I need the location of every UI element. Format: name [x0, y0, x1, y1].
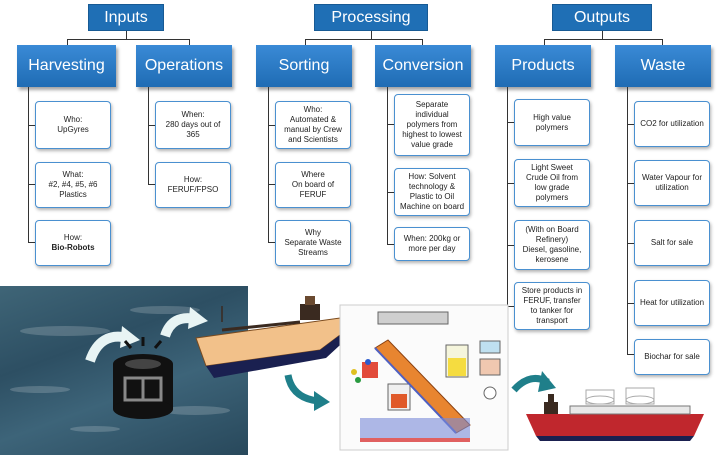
harvesting-what-label: What: — [62, 170, 84, 179]
operations-when-label: When: — [181, 110, 205, 119]
sorting-where-label: Where — [301, 170, 325, 179]
tanker-icon — [526, 387, 704, 441]
header-processing: Processing — [314, 4, 428, 31]
harvesting-who-label: Who: — [63, 115, 83, 124]
waste-water-vapour-text: Water Vapour for utilization — [641, 173, 703, 192]
category-waste: Waste — [615, 45, 711, 87]
operations-when-box: When: 280 days out of 365 — [155, 101, 231, 149]
process-schematic-icon — [339, 304, 509, 451]
waste-water-vapour-box: Water Vapour for utilization — [634, 160, 710, 206]
harvesting-who-value: UpGyres — [57, 125, 89, 134]
harvesting-what-value: #2, #4, #5, #6 Plastics — [48, 180, 98, 199]
harvesting-who-box: Who: UpGyres — [35, 101, 111, 149]
sorting-why-value: Separate Waste Streams — [284, 238, 342, 257]
products-store-box: Store products in FERUF, transfer to tan… — [514, 282, 590, 330]
products-crude-oil-box: Light Sweet Crude Oil from low grade pol… — [514, 159, 590, 207]
operations-how-label: How: — [183, 175, 203, 184]
operations-when-value: 280 days out of 365 — [165, 120, 221, 139]
bio-robot-icon — [113, 337, 173, 419]
conversion-separate-text: Separate individual polymers from highes… — [402, 100, 462, 149]
conversion-when-text: When: 200kg or more per day — [403, 234, 461, 253]
harvesting-how-label: How: — [63, 233, 83, 242]
waste-heat-text: Heat for utilization — [639, 298, 705, 307]
sorting-who-box: Who: Automated & manual by Crew and Scie… — [275, 101, 351, 149]
category-operations: Operations — [136, 45, 232, 87]
products-high-value-text: High value polymers — [533, 112, 571, 132]
category-harvesting: Harvesting — [17, 45, 116, 87]
category-sorting: Sorting — [256, 45, 352, 87]
curved-arrow-icon — [284, 374, 330, 411]
waste-salt-text: Salt for sale — [650, 238, 694, 247]
conversion-when-box: When: 200kg or more per day — [394, 227, 470, 261]
sorting-where-box: Where On board of FERUF — [275, 162, 351, 208]
products-refinery-box: (With on Board Refinery) Diesel, gasolin… — [514, 220, 590, 270]
products-store-text: Store products in FERUF, transfer to tan… — [521, 286, 583, 325]
waste-co2-box: CO2 for utilization — [634, 101, 710, 147]
sorting-where-value: On board of FERUF — [291, 180, 335, 199]
category-conversion: Conversion — [375, 45, 471, 87]
curved-arrow-icon — [511, 371, 556, 393]
curved-arrow-icon — [160, 307, 208, 338]
sorting-why-box: Why Separate Waste Streams — [275, 220, 351, 266]
waste-biochar-box: Biochar for sale — [634, 339, 710, 375]
category-products: Products — [495, 45, 591, 87]
products-refinery-text: (With on Board Refinery) Diesel, gasolin… — [522, 225, 582, 264]
waste-biochar-text: Biochar for sale — [644, 352, 700, 361]
products-high-value-box: High value polymers — [514, 99, 590, 146]
harvesting-what-box: What: #2, #4, #5, #6 Plastics — [35, 162, 111, 208]
waste-co2-text: CO2 for utilization — [640, 119, 704, 128]
operations-how-value: FERUF/FPSO — [167, 185, 219, 194]
conversion-how-text: How: Solvent technology & Plastic to Oil… — [399, 172, 465, 211]
products-crude-oil-text: Light Sweet Crude Oil from low grade pol… — [525, 163, 578, 202]
operations-how-box: How: FERUF/FPSO — [155, 162, 231, 208]
conversion-separate-box: Separate individual polymers from highes… — [394, 94, 470, 156]
waste-heat-box: Heat for utilization — [634, 280, 710, 326]
header-inputs: Inputs — [88, 4, 164, 31]
sorting-who-label: Who: — [303, 105, 323, 114]
waste-salt-box: Salt for sale — [634, 220, 710, 266]
harvesting-how-box: How: Bio-Robots — [35, 220, 111, 266]
header-outputs: Outputs — [552, 4, 652, 31]
sorting-why-label: Why — [305, 228, 321, 237]
ocean-photo — [0, 286, 248, 455]
sorting-who-value: Automated & manual by Crew and Scientist… — [284, 115, 342, 144]
conversion-how-box: How: Solvent technology & Plastic to Oil… — [394, 168, 470, 216]
harvesting-how-value: Bio-Robots — [51, 243, 95, 252]
